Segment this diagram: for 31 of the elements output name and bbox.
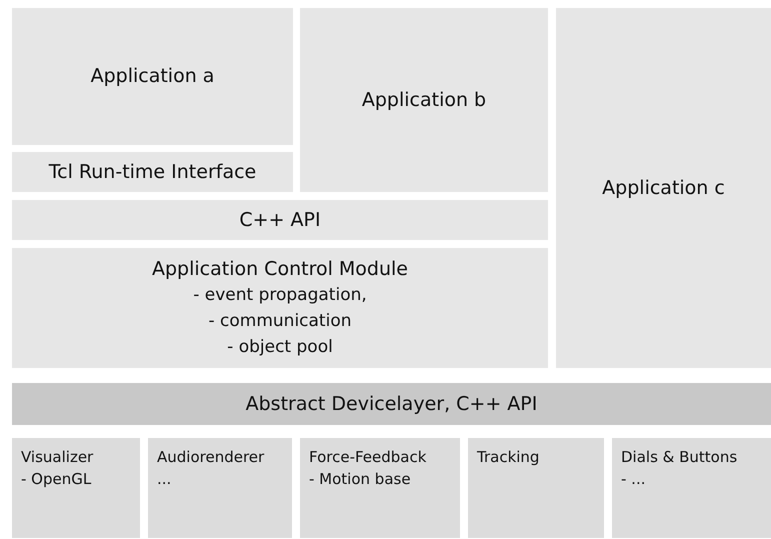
device-heading: Force-Feedback [309, 447, 428, 468]
device-heading: Dials & Buttons [621, 447, 738, 468]
device-heading: Tracking [477, 447, 540, 468]
box-label: C++ API [239, 208, 321, 233]
layer-box [300, 8, 548, 192]
device-item: - Motion base [309, 469, 412, 490]
module-title: Application Control Module [152, 257, 408, 282]
layer-box [12, 8, 293, 145]
device-heading: Audiorenderer [157, 447, 266, 468]
layer-box [12, 152, 293, 192]
module-item: - communication [208, 310, 352, 333]
module-item: - object pool [227, 336, 333, 359]
device-heading: Visualizer [21, 447, 94, 468]
device-box [300, 438, 460, 538]
device-box [12, 438, 140, 538]
box-label: Application a [90, 64, 214, 90]
layer-box [556, 8, 771, 368]
device-item: - OpenGL [21, 469, 92, 490]
module-item: - event propagation, [193, 284, 367, 307]
device-item: ... [157, 469, 172, 490]
box-label: Tcl Run-time Interface [48, 160, 256, 185]
device-box [612, 438, 771, 538]
box-label: Application b [362, 88, 486, 113]
device-item: - ... [621, 469, 646, 490]
layer-box [12, 200, 548, 240]
layer-band [12, 383, 771, 425]
layer-label: Abstract Devicelayer, C++ API [246, 392, 538, 417]
module-box [12, 248, 548, 368]
box-label: Application c [602, 176, 725, 201]
device-box [148, 438, 292, 538]
device-box [468, 438, 604, 538]
